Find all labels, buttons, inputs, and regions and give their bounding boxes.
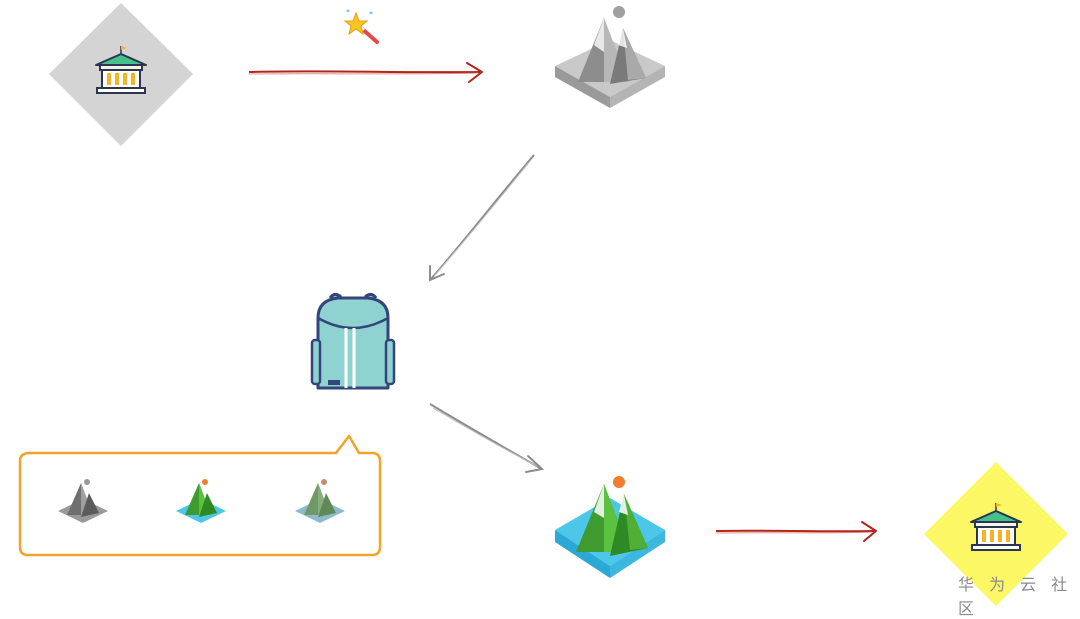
- green-mountain-icon: [576, 476, 648, 556]
- watermark-text: 华 为 云 社 区: [958, 575, 1073, 618]
- backpack-icon: [310, 292, 396, 390]
- building-start-node: [49, 3, 193, 146]
- green-mountain-icon: [176, 479, 226, 523]
- backpack-node: [310, 292, 396, 390]
- mountain-gray-node: [555, 6, 665, 108]
- magic-wand-icon: * *: [343, 8, 379, 44]
- faded-green-mountain-icon: [295, 479, 345, 523]
- callout-box: [18, 434, 382, 557]
- edge-mountain-to-backpack: [429, 154, 535, 282]
- gray-mountain-icon: [578, 6, 646, 84]
- mountain-green-node: [555, 476, 665, 578]
- edge-mountain-to-building: [715, 521, 877, 542]
- svg-text:*: *: [369, 10, 373, 19]
- edge-backpack-to-mountain: [429, 403, 545, 473]
- building-end-node: [924, 462, 1068, 606]
- edge-building-to-mountain: [248, 62, 483, 83]
- gray-mountain-icon: [58, 479, 108, 523]
- svg-text:*: *: [346, 8, 350, 17]
